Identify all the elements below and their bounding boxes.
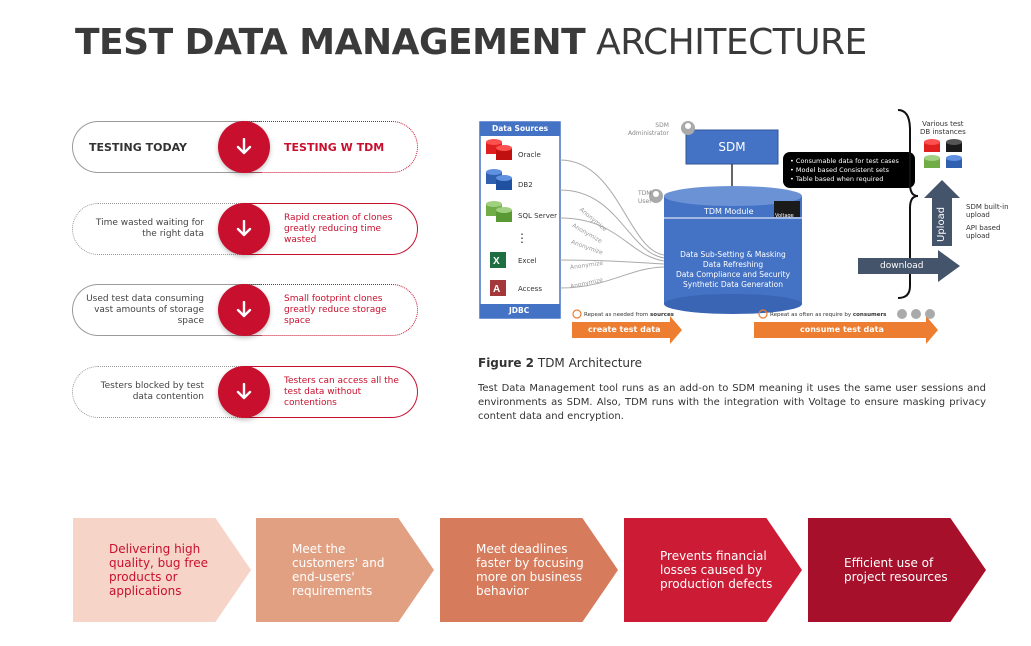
- upload-arrow-icon: [924, 180, 960, 246]
- testing-today-label: TESTING TODAY: [88, 140, 187, 154]
- consumer-user-icon: [925, 309, 935, 319]
- benefit-chevron: Delivering high quality, bug free produc…: [73, 518, 251, 622]
- diagram-graphics: X A: [479, 109, 962, 344]
- sdm-box-label: SDM: [718, 140, 746, 154]
- repeat-sources-note: Repeat as needed from sources: [584, 312, 674, 318]
- problem-text: Used test data consuming vast amounts of…: [86, 293, 204, 326]
- db2-db-icon: [486, 169, 512, 190]
- feature-list: • Consumable data for test cases • Model…: [790, 157, 899, 183]
- consumer-user-icon: [911, 309, 921, 319]
- solution-text: Small footprint clones greatly reduce st…: [284, 293, 387, 326]
- benefit-text: Delivering high quality, bug free produc…: [109, 542, 208, 598]
- excel-icon: X: [490, 252, 506, 268]
- benefit-text: Prevents financial losses caused by prod…: [660, 549, 773, 591]
- source-excel: Excel: [518, 257, 537, 265]
- testing-tdm-label: TESTING W TDM: [284, 140, 385, 154]
- benefit-text: Efficient use of project resources: [844, 556, 948, 584]
- tdm-user-label: TDM User: [638, 190, 652, 205]
- download-arrow-icon: [858, 250, 960, 282]
- jdbc-label: JDBC: [509, 306, 530, 315]
- test-db-instances-icon: [924, 139, 962, 168]
- access-icon: A: [490, 280, 506, 296]
- comparison-header-row: TESTING TODAY TESTING W TDM: [72, 121, 418, 173]
- api-upload-label: API based upload: [966, 224, 1001, 240]
- figure-caption: Figure 2 TDM Architecture: [478, 356, 643, 370]
- tdm-module-label: TDM Module: [704, 207, 754, 216]
- benefit-chevron: Meet the customers' and end-users' requi…: [256, 518, 434, 622]
- sources-ellipsis: ⋮: [516, 231, 528, 245]
- upload-label: Upload: [936, 206, 947, 242]
- solution-text: Rapid creation of clones greatly reducin…: [284, 212, 393, 245]
- sdm-administrator-label: SDM Administrator: [628, 122, 669, 137]
- consume-test-data-label: consume test data: [800, 325, 884, 334]
- benefit-chevron: Meet deadlines faster by focusing more o…: [440, 518, 618, 622]
- arrow-down-icon: [218, 203, 270, 255]
- source-oracle: Oracle: [518, 151, 541, 159]
- arrow-down-icon: [218, 366, 270, 418]
- source-sql-server: SQL Server: [518, 212, 558, 220]
- problem-text: Testers blocked by test data contention: [100, 381, 204, 402]
- comparison-row: Testers blocked by test data contention …: [72, 366, 418, 418]
- repeat-icon: [572, 309, 582, 319]
- voltage-logo: Voltage: [775, 213, 794, 219]
- oracle-db-icon: [486, 139, 512, 160]
- architecture-description: Test Data Management tool runs as an add…: [478, 383, 986, 422]
- problem-text: Time wasted waiting for the right data: [95, 218, 204, 239]
- tdm-capabilities: Data Sub-Setting & Masking Data Refreshi…: [675, 250, 791, 289]
- arrow-down-icon: [218, 284, 270, 336]
- comparison-row: Time wasted waiting for the right data R…: [72, 203, 418, 255]
- repeat-consumers-note: Repeat as often as require by consumers: [770, 312, 887, 318]
- arrow-down-icon: [218, 121, 270, 173]
- create-data-arrow-icon: [572, 316, 682, 344]
- sql-server-db-icon: [486, 201, 512, 222]
- comparison-row: Used test data consuming vast amounts of…: [72, 284, 418, 336]
- benefit-text: Meet the customers' and end-users' requi…: [292, 542, 385, 598]
- source-db2: DB2: [518, 181, 533, 189]
- svg-text:X: X: [493, 256, 500, 267]
- benefit-chevron: Prevents financial losses caused by prod…: [624, 518, 802, 622]
- benefit-chevron: Efficient use of project resources: [808, 518, 986, 622]
- page-title: TEST DATA MANAGEMENT ARCHITECTURE: [75, 22, 867, 63]
- tdm-architecture-diagram: X A: [478, 100, 1018, 350]
- repeat-icon: [758, 309, 768, 319]
- svg-text:A: A: [493, 284, 500, 295]
- data-sources-title: Data Sources: [492, 124, 549, 133]
- consume-data-arrow-icon: [754, 316, 938, 344]
- source-access: Access: [518, 285, 542, 293]
- consumer-user-icon: [897, 309, 907, 319]
- benefit-text: Meet deadlines faster by focusing more o…: [476, 542, 584, 598]
- solution-text: Testers can access all the test data wit…: [284, 375, 399, 408]
- download-label: download: [880, 261, 924, 271]
- various-test-db-label: Various test DB instances: [920, 120, 966, 136]
- create-test-data-label: create test data: [588, 325, 661, 334]
- sdm-builtin-upload-label: SDM built-in upload: [966, 203, 1009, 219]
